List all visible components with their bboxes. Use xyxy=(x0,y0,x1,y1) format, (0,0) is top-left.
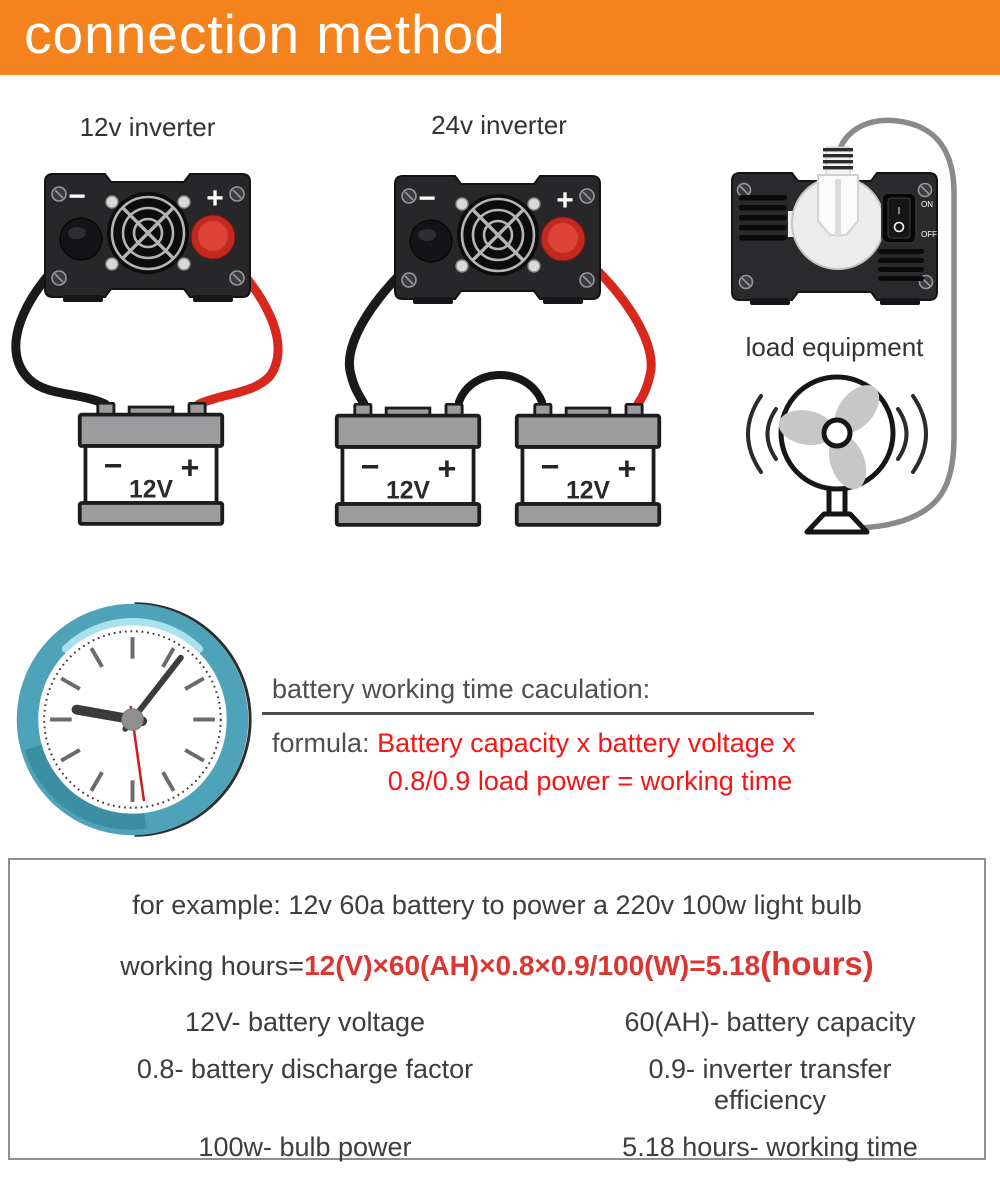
clock-hub xyxy=(121,708,144,731)
legend-item: 0.8- battery discharge factor xyxy=(136,1054,474,1084)
airflow-lines xyxy=(746,394,928,474)
ac-power-cable xyxy=(834,117,957,531)
page-title: connection method xyxy=(24,3,506,65)
divider-line xyxy=(262,712,814,715)
switch-on-label: ON xyxy=(921,200,933,209)
fan-icon xyxy=(746,374,928,535)
cable-red-24v xyxy=(561,238,656,409)
battery-voltage-label: 12V xyxy=(129,476,173,503)
battery-plus-sign: + xyxy=(181,449,200,485)
legend-grid: 12V- battery voltage 60(AH)- battery cap… xyxy=(10,1007,984,1163)
cable-black-24v xyxy=(345,240,437,409)
legend-item: 100w- bulb power xyxy=(198,1132,412,1162)
calculation-title: battery working time caculation: xyxy=(272,674,651,704)
cable-black-12v xyxy=(11,238,110,409)
legend-item: 0.9- inverter transfer efficiency xyxy=(648,1054,892,1115)
working-hours-unit: (hours) xyxy=(760,945,874,982)
ac-inverter-icon: I ON OFF xyxy=(731,146,938,305)
negative-terminal xyxy=(59,217,103,261)
hour-ticks xyxy=(50,637,215,802)
battery-plus-sign: + xyxy=(438,450,457,486)
vent-slots-left xyxy=(739,195,787,241)
switch-off-symbol xyxy=(893,221,905,233)
formula-line-2: 0.8/0.9 load power = working time xyxy=(387,766,793,796)
series-jumper-cable xyxy=(455,371,546,406)
battery-minus-sign: − xyxy=(541,448,560,484)
formula-label: formula: xyxy=(272,728,370,758)
example-box: for example: 12v 60a battery to power a … xyxy=(8,858,986,1163)
working-hours-equation: 12(V)×60(AH)×0.8×0.9/100(W)=5.18 xyxy=(304,950,761,981)
formula-line-1: formula: Battery capacity x battery volt… xyxy=(272,728,796,759)
label-load-equipment: load equipment xyxy=(745,332,924,362)
battery-minus-sign: − xyxy=(361,448,380,484)
battery-minus-sign: − xyxy=(104,447,123,483)
switch-on-symbol: I xyxy=(898,206,901,217)
inverter-minus-sign: − xyxy=(418,182,436,215)
battery-12v-icon: − + 12V xyxy=(77,402,225,526)
power-switch[interactable]: I ON OFF xyxy=(881,192,937,244)
inverter-plus-sign: + xyxy=(206,182,224,215)
working-hours-label: working hours= xyxy=(120,951,305,981)
negative-terminal xyxy=(409,219,453,263)
clock-icon xyxy=(16,602,252,837)
battery-plus-sign: + xyxy=(618,450,637,486)
legend-item: 5.18 hours- working time xyxy=(622,1132,918,1162)
header-banner: connection method xyxy=(0,0,1000,75)
positive-terminal xyxy=(190,214,236,260)
label-24v-inverter: 24v inverter xyxy=(431,110,567,140)
battery-voltage-label: 12V xyxy=(386,477,430,504)
inverter-minus-sign: − xyxy=(68,180,86,213)
inverter-plus-sign: + xyxy=(556,184,574,217)
legend-item: 12V- battery voltage xyxy=(184,1007,426,1037)
vent-slots-right xyxy=(878,249,924,281)
battery-12v-icon: − + 12V xyxy=(334,403,482,527)
fan-stand xyxy=(804,489,870,535)
positive-terminal xyxy=(540,216,586,262)
example-intro: for example: 12v 60a battery to power a … xyxy=(132,890,862,920)
plug-icon xyxy=(788,146,888,270)
dc-inverter-24v-icon: − + xyxy=(394,175,601,304)
example-equation-line: working hours= 12(V)×60(AH)×0.8×0.9/100(… xyxy=(10,945,984,983)
switch-off-label: OFF xyxy=(921,230,937,239)
fan-grille-icon xyxy=(455,194,541,276)
battery-voltage-label: 12V xyxy=(566,477,610,504)
fan-grille-icon xyxy=(105,192,191,274)
dc-inverter-12v-icon: − + xyxy=(44,173,251,302)
label-12v-inverter: 12v inverter xyxy=(79,112,216,142)
clock-shadow-arc xyxy=(134,602,252,837)
battery-12v-icon: − + 12V xyxy=(514,403,662,527)
formula-text-1: Battery capacity x battery voltage x xyxy=(377,728,796,758)
legend-item: 60(AH)- battery capacity xyxy=(624,1007,916,1037)
